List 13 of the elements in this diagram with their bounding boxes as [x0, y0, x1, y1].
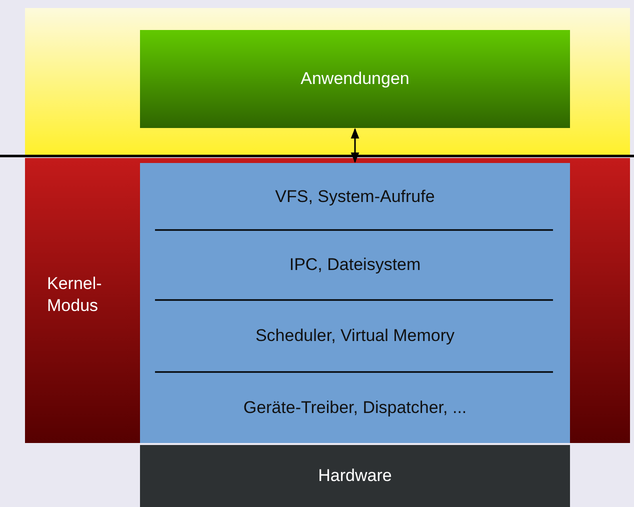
- node-label: Hardware: [317, 466, 393, 486]
- node-label: Anwendungen: [300, 69, 410, 89]
- hardware-box: [140, 445, 570, 507]
- node-label: Kernel-Modus: [47, 273, 103, 317]
- applications-box: [140, 30, 570, 128]
- user-mode-band: [25, 8, 630, 156]
- node-label: Geräte-Treiber, Dispatcher, ...: [242, 398, 468, 418]
- kernel-mode-band: [25, 158, 630, 443]
- node-label: VFS, System-Aufrufe: [274, 186, 436, 206]
- arrow: [350, 128, 360, 164]
- kernel-box: [140, 163, 570, 443]
- node-label: Scheduler, Virtual Memory: [254, 326, 456, 346]
- node-label: IPC, Dateisystem: [288, 255, 422, 275]
